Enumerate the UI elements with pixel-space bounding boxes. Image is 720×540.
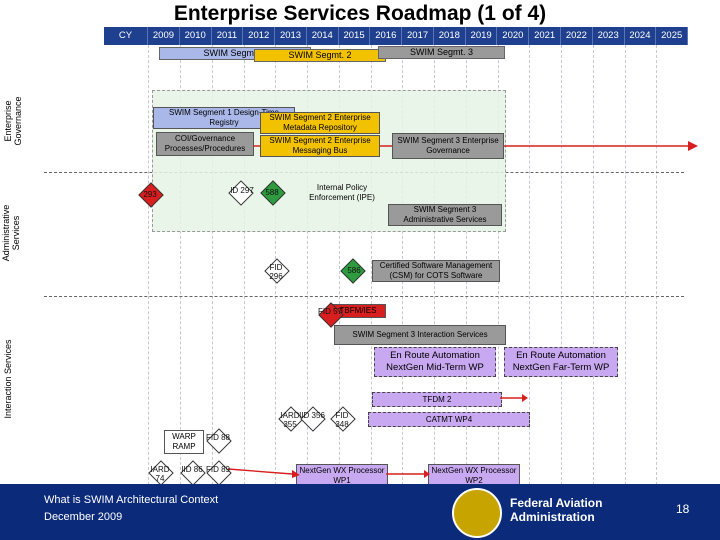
- seg1-registry-box: SWIM Segment 1 Design-Time Registry: [153, 107, 295, 129]
- year-cell: 2019: [466, 27, 498, 45]
- footer-line-1: What is SWIM Architectural Context: [44, 494, 219, 506]
- seg3-interaction-box: SWIM Segment 3 Interaction Services: [334, 325, 506, 345]
- decision-74-label: IARD 74: [150, 465, 170, 483]
- year-gridline: [370, 45, 372, 485]
- coi-box: COI/Governance Processes/Procedures: [156, 132, 254, 156]
- year-cell: 2011: [212, 27, 244, 45]
- agency-name-1: Federal Aviation: [510, 496, 603, 510]
- decision-89-label: FID 89: [205, 465, 230, 474]
- year-cell: 2014: [307, 27, 339, 45]
- year-gridline: [656, 45, 658, 485]
- year-gridline: [561, 45, 563, 485]
- year-gridline: [624, 45, 626, 485]
- page-number: 18: [676, 502, 690, 516]
- year-gridline: [243, 45, 245, 485]
- decision-348-label: FID 348: [335, 411, 349, 429]
- decision-88-label: FID 88: [205, 433, 230, 442]
- catmt-box: CATMT WP4: [368, 412, 530, 427]
- year-gridline: [592, 45, 594, 485]
- year-gridline: [307, 45, 309, 485]
- year-cell: 2009: [148, 27, 180, 45]
- seg3-governance-box: SWIM Segment 3 Enterprise Governance: [392, 133, 504, 159]
- footer-bar: [0, 484, 720, 540]
- year-cell: 2025: [656, 27, 689, 45]
- year-gridline: [180, 45, 182, 485]
- eram-mid-box: En Route Automation NextGen Mid-Term WP: [374, 347, 496, 377]
- year-gridline: [529, 45, 531, 485]
- internal-policy-box: Internal Policy Enforcement (IPE): [309, 183, 375, 202]
- seg2-messaging-box: SWIM Segment 2 Enterprise Messaging Bus: [260, 135, 380, 157]
- year-gridline: [338, 45, 340, 485]
- csm-box: Certified Software Management (CSM) for …: [372, 260, 500, 282]
- decision-355-label: IARD 355: [280, 411, 300, 429]
- segment-3-bar: SWIM Segmt. 3: [378, 46, 505, 59]
- year-cell: 2021: [529, 27, 562, 45]
- decision-356-label: IID 356: [299, 411, 325, 420]
- year-cell: 2010: [180, 27, 212, 45]
- year-cell: 2017: [402, 27, 434, 45]
- footer-line-2: December 2009: [44, 511, 123, 523]
- faa-seal-icon: [452, 488, 502, 538]
- year-cell: 2023: [593, 27, 625, 45]
- year-cell: 2013: [275, 27, 307, 45]
- decision-586-label: 586: [347, 266, 361, 275]
- decision-297-label: ID 297: [230, 186, 254, 195]
- decision-86-label: IID 86: [181, 465, 203, 474]
- seg3-admin-box: SWIM Segment 3 Administrative Services: [388, 204, 502, 226]
- decision-293-label: 293: [143, 190, 157, 199]
- decision-57-label: FID 57: [317, 307, 342, 316]
- year-cell: CY: [104, 27, 149, 45]
- year-cell: 2022: [561, 27, 593, 45]
- tbfm-box: TBFM/IES: [330, 304, 386, 318]
- year-cell: 2024: [625, 27, 657, 45]
- lane-divider-2: [44, 296, 684, 297]
- year-cell: 2012: [243, 27, 276, 45]
- page-title: Enterprise Services Roadmap (1 of 4): [173, 2, 547, 25]
- year-cell: 2020: [497, 27, 530, 45]
- tfdm-box: TFDM 2: [372, 392, 502, 407]
- year-gridline: [211, 45, 213, 485]
- year-gridline: [148, 45, 150, 485]
- agency-name-2: Administration: [510, 510, 595, 524]
- year-cell: 2018: [434, 27, 466, 45]
- seg2-metadata-box: SWIM Segment 2 Enterprise Metadata Repos…: [260, 112, 380, 134]
- decision-588-label: 588: [265, 188, 279, 197]
- eram-far-box: En Route Automation NextGen Far-Term WP: [504, 347, 618, 377]
- decision-296-label: FID 296: [269, 263, 283, 281]
- year-cell: 2016: [370, 27, 403, 45]
- warp-box: WARP RAMP: [164, 430, 204, 454]
- year-cell: 2015: [339, 27, 371, 45]
